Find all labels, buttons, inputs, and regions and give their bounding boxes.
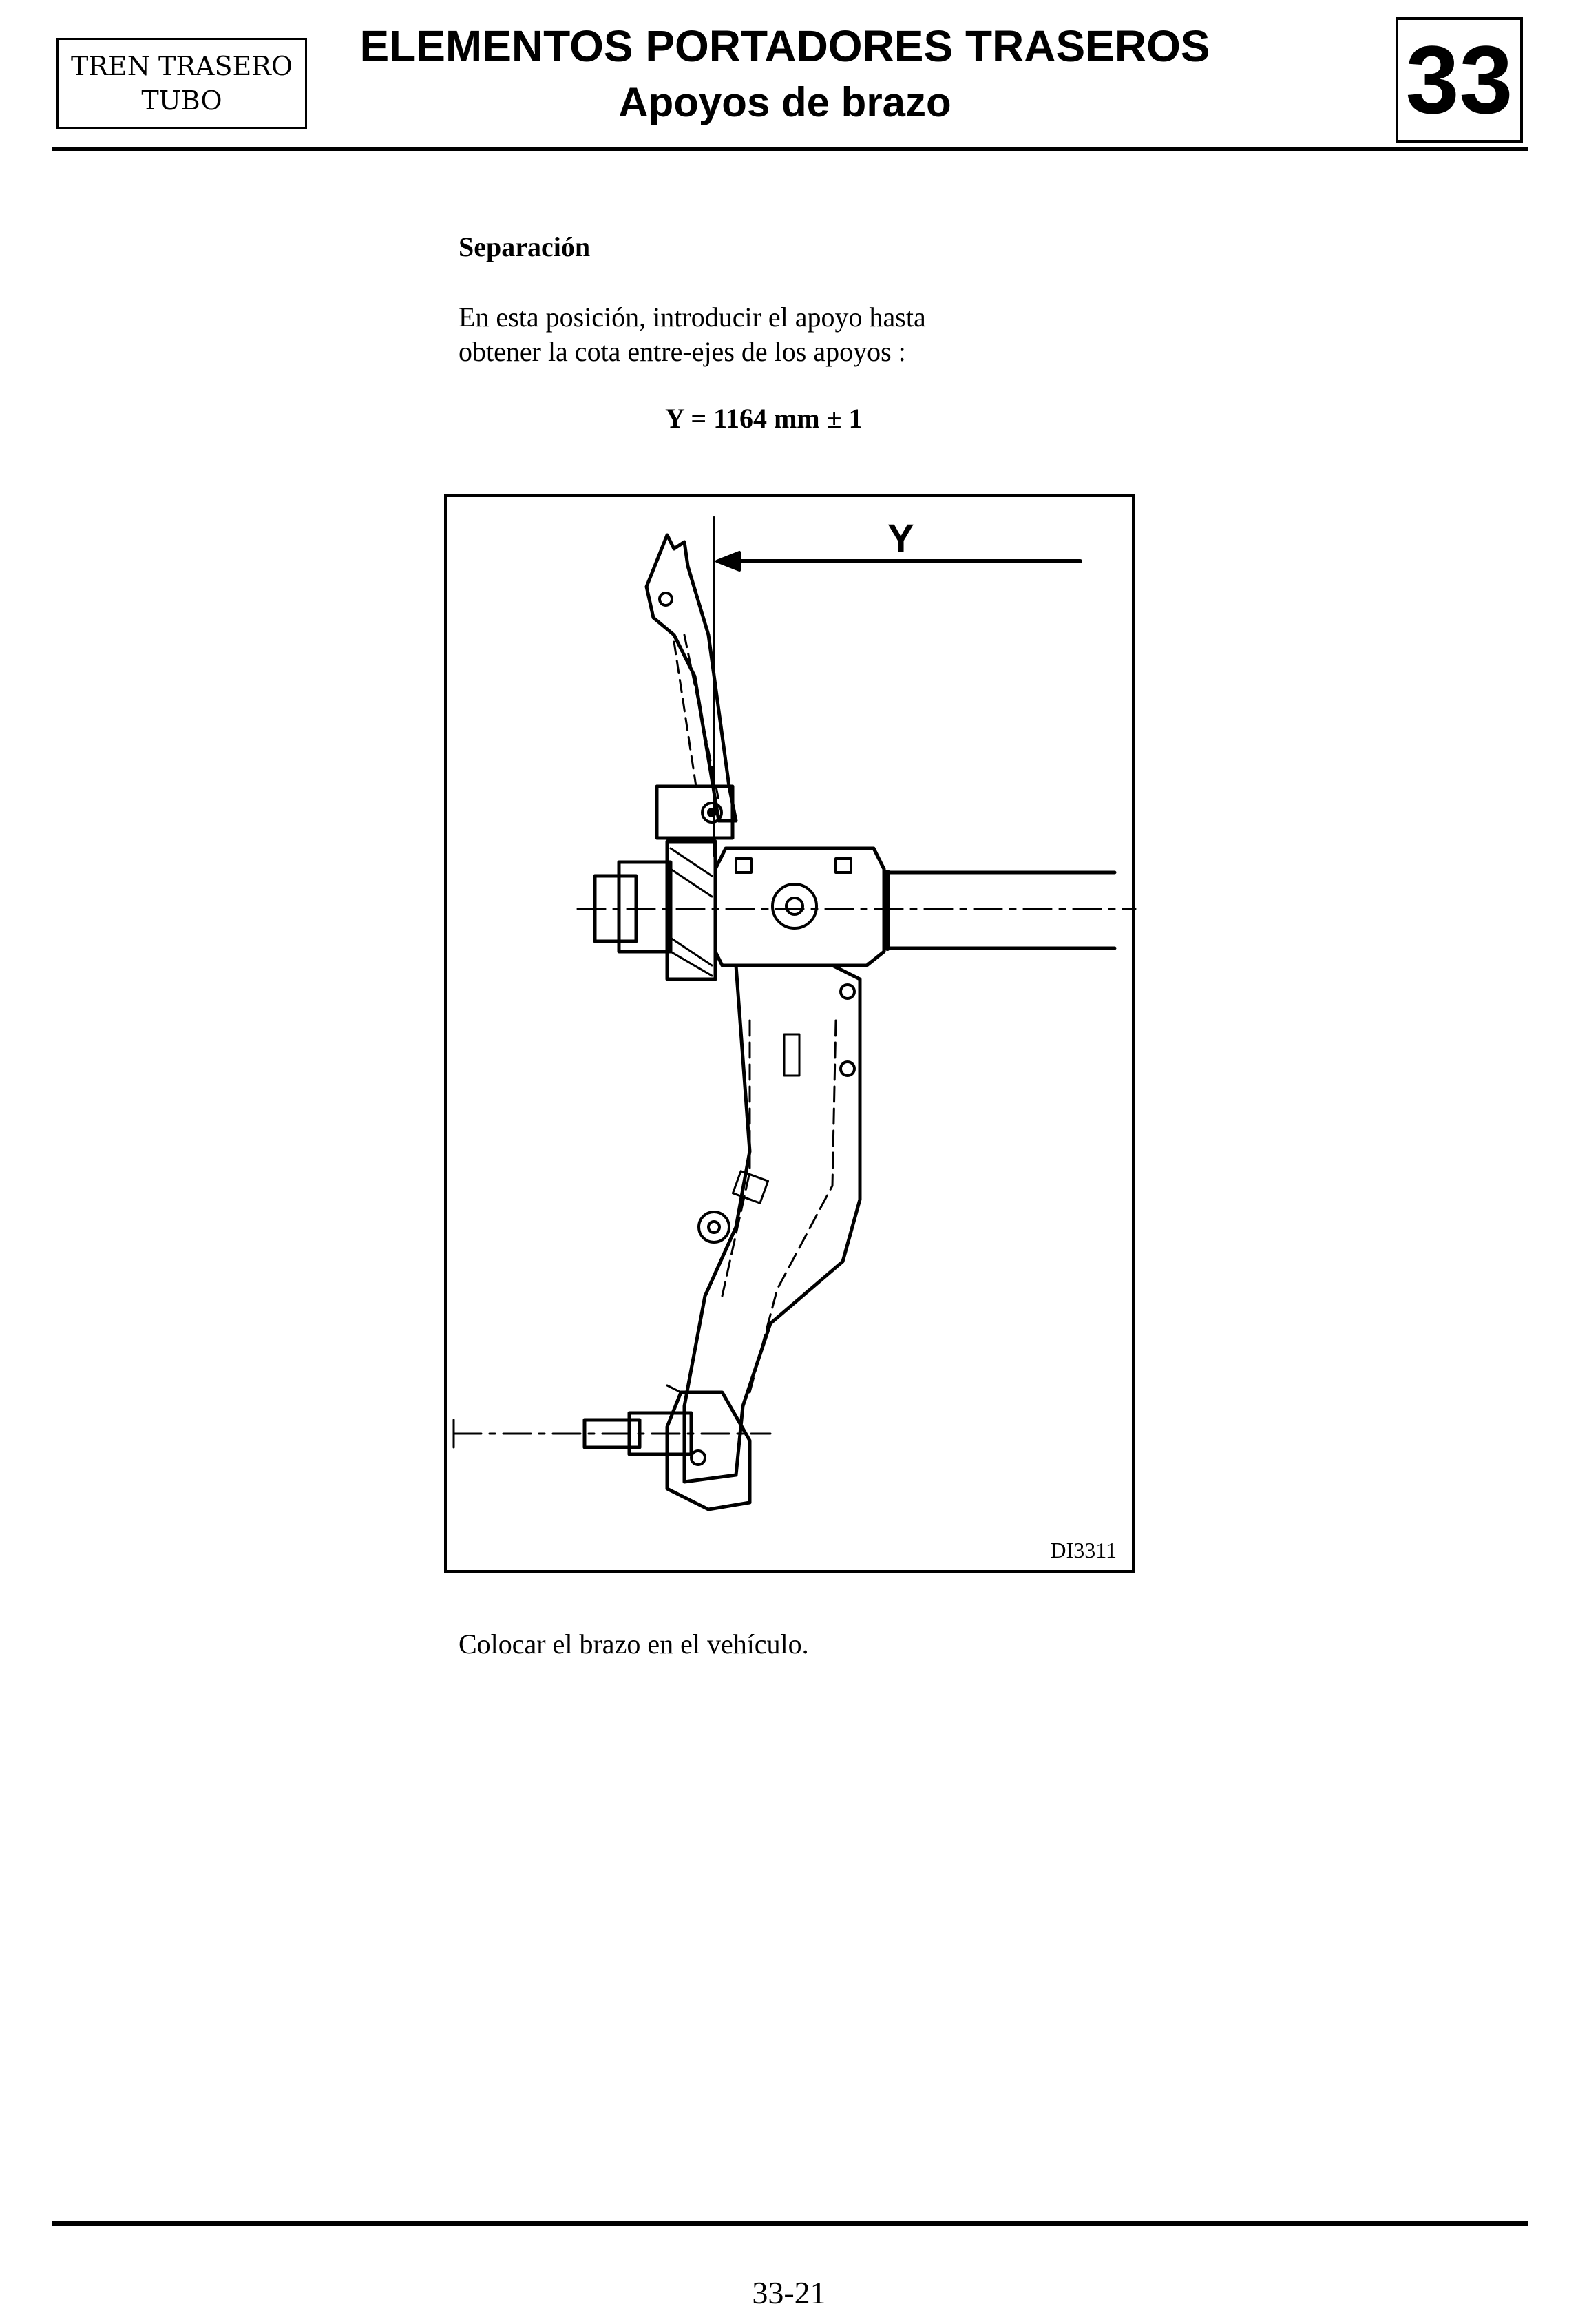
dimension-formula: Y = 1164 mm ± 1: [665, 403, 863, 434]
arm-support-drawing: Y: [452, 516, 1137, 1511]
page-subtitle: Apoyos de brazo: [618, 79, 951, 125]
page-number: 33-21: [752, 2275, 826, 2310]
header-rule: [52, 147, 1528, 151]
instruction-paragraph: En esta posición, introducir el apoyo ha…: [459, 300, 1078, 369]
hub-flange: [665, 1390, 752, 1511]
technical-drawing: Y: [444, 494, 1137, 1573]
chapter-number: 33: [1396, 17, 1523, 143]
section-label-line2: TUBO: [141, 85, 222, 116]
trailing-arm: [682, 963, 862, 1484]
arm-support-body: [713, 846, 886, 967]
arm-lightening-hole: [697, 1211, 730, 1244]
dimension-arrowhead: [715, 551, 741, 572]
support-fixing-hole: [771, 883, 818, 930]
upper-bracket-hole: [658, 592, 673, 607]
figure-reference: DI3311: [1050, 1538, 1117, 1562]
arm-label-plate: [783, 1033, 801, 1077]
footer-rule: [52, 2221, 1528, 2226]
upper-bracket: [644, 533, 738, 823]
section-label-box: TREN TRASERO TUBO: [56, 38, 307, 129]
page-title: ELEMENTOS PORTADORES TRASEROS: [359, 21, 1210, 71]
clamp-bolt: [701, 802, 723, 824]
instruction-line-2: obtener la cota entre-ejes de los apoyos…: [459, 336, 906, 367]
section-label-line1: TREN TRASERO: [71, 51, 293, 81]
section-heading: Separación: [459, 231, 591, 262]
closing-instruction: Colocar el brazo en el vehículo.: [459, 1629, 809, 1660]
dimension-y-label: Y: [887, 516, 914, 561]
instruction-line-1: En esta posición, introducir el apoyo ha…: [459, 302, 926, 333]
upper-clamp-block: [655, 784, 735, 840]
